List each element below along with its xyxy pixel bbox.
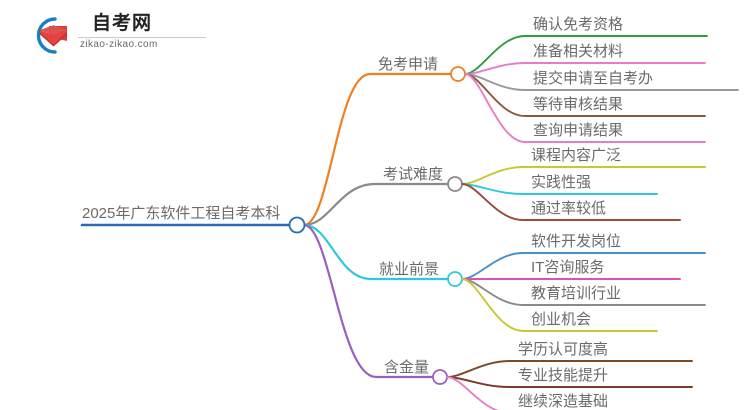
leaf-label-0-2[interactable]: 提交申请至自考办 xyxy=(533,70,654,87)
branch-node-0[interactable] xyxy=(450,66,466,82)
leaf-label-2-2[interactable]: 教育培训行业 xyxy=(531,285,622,302)
leaf-label-2-1[interactable]: IT咨询服务 xyxy=(531,259,605,276)
root-label[interactable]: 2025年广东软件工程自考本科 xyxy=(82,205,281,222)
leaf-label-1-2[interactable]: 通过率较低 xyxy=(531,200,607,217)
leaf-label-3-1[interactable]: 专业技能提升 xyxy=(518,367,609,384)
root-node[interactable] xyxy=(288,216,306,234)
branch-line-3 xyxy=(302,223,434,379)
leaf-label-0-4[interactable]: 查询申请结果 xyxy=(533,122,624,139)
leaf-line-3-2 xyxy=(446,376,500,410)
branch-line-1 xyxy=(302,182,449,227)
site-logo: 自考网 zikao-zikao.com xyxy=(28,12,208,58)
branch-label-3[interactable]: 含金量 xyxy=(384,359,430,376)
leaf-line-1-0 xyxy=(461,166,706,185)
leaf-line-1-2 xyxy=(461,183,681,221)
leaf-label-3-0[interactable]: 学历认可度高 xyxy=(518,341,609,358)
leaf-label-0-0[interactable]: 确认免考资格 xyxy=(533,16,624,33)
branch-label-1[interactable]: 考试难度 xyxy=(383,166,444,183)
leaf-label-2-3[interactable]: 创业机会 xyxy=(531,311,592,328)
branch-label-0[interactable]: 免考申请 xyxy=(378,56,439,73)
branch-node-2[interactable] xyxy=(447,271,463,287)
logo-url-text: zikao-zikao.com xyxy=(80,39,158,50)
leaf-label-3-2[interactable]: 继续深造基础 xyxy=(518,393,609,410)
branch-node-1[interactable] xyxy=(447,176,463,192)
logo-chinese-text: 自考网 xyxy=(92,13,153,34)
leaf-line-0-1 xyxy=(464,62,706,75)
graduation-cap-logo-icon xyxy=(28,14,72,56)
logo-divider xyxy=(78,37,206,38)
branch-node-3[interactable] xyxy=(432,369,448,385)
leaf-label-0-3[interactable]: 等待审核结果 xyxy=(533,96,624,113)
leaf-line-0-0 xyxy=(464,35,708,75)
leaf-label-1-0[interactable]: 课程内容广泛 xyxy=(531,147,622,164)
branch-label-2[interactable]: 就业前景 xyxy=(379,261,440,278)
leaf-label-2-0[interactable]: 软件开发岗位 xyxy=(531,233,622,250)
leaf-line-3-0 xyxy=(446,360,693,378)
leaf-line-0-4 xyxy=(464,73,706,143)
logo-wordmark: 自考网 zikao-zikao.com xyxy=(78,12,208,56)
branch-line-2 xyxy=(302,223,449,281)
leaf-label-0-1[interactable]: 准备相关材料 xyxy=(533,43,624,60)
branch-line-0 xyxy=(302,72,452,227)
leaf-line-2-3 xyxy=(461,278,658,332)
leaf-label-1-1[interactable]: 实践性强 xyxy=(531,174,592,191)
